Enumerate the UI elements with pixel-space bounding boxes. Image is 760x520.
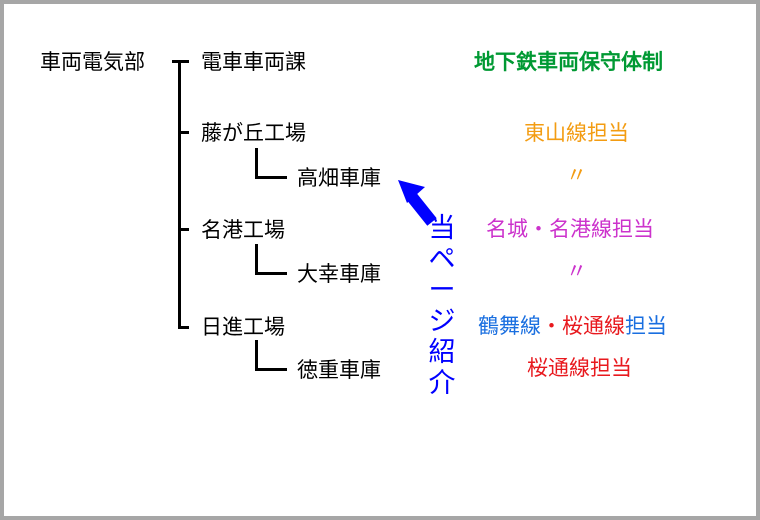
branch-meiko bbox=[178, 228, 189, 231]
main-trunk-line bbox=[178, 60, 181, 329]
node-daiko-shako: 大幸車庫 bbox=[297, 262, 381, 286]
sub-trunk-takabata bbox=[255, 148, 258, 179]
legend-tsurumai-line: 鶴舞線 bbox=[478, 314, 541, 338]
legend-tanto-suffix: 担当 bbox=[625, 314, 667, 338]
legend-title: 地下鉄車両保守体制 bbox=[474, 50, 663, 74]
node-nisshin-kojo: 日進工場 bbox=[201, 315, 285, 339]
legend-sakuradori-line: 桜通線 bbox=[562, 314, 625, 338]
node-meiko-kojo: 名港工場 bbox=[201, 218, 285, 242]
callout-arrow-shape bbox=[398, 180, 437, 226]
node-root: 車両電気部 bbox=[40, 50, 145, 74]
branch-tokushige bbox=[255, 368, 287, 371]
legend-daiko-ditto: 〃 bbox=[566, 259, 587, 283]
legend-meiko-line: 名城・名港線担当 bbox=[486, 217, 654, 241]
legend-tokushige-line: 桜通線担当 bbox=[527, 356, 632, 380]
sub-trunk-tokushige bbox=[255, 340, 258, 371]
branch-nisshin bbox=[178, 326, 189, 329]
branch-takabata bbox=[255, 176, 287, 179]
callout-text-this-page: 当ページ紹介 bbox=[428, 213, 456, 399]
legend-fujigaoka-line: 東山線担当 bbox=[524, 121, 629, 145]
branch-daiko bbox=[255, 272, 287, 275]
node-tokushige-shako: 徳重車庫 bbox=[297, 358, 381, 382]
legend-separator-dot: ・ bbox=[541, 314, 562, 338]
node-fujigaoka-kojo: 藤が丘工場 bbox=[201, 121, 306, 145]
sub-trunk-daiko bbox=[255, 244, 258, 275]
legend-nisshin-lines: 鶴舞線・桜通線担当 bbox=[478, 313, 667, 339]
branch-fujigaoka bbox=[178, 131, 189, 134]
node-denshasharyo-ka: 電車車両課 bbox=[201, 50, 306, 74]
legend-takabata-ditto: 〃 bbox=[566, 163, 587, 187]
node-takabata-shako: 高畑車庫 bbox=[297, 166, 381, 190]
